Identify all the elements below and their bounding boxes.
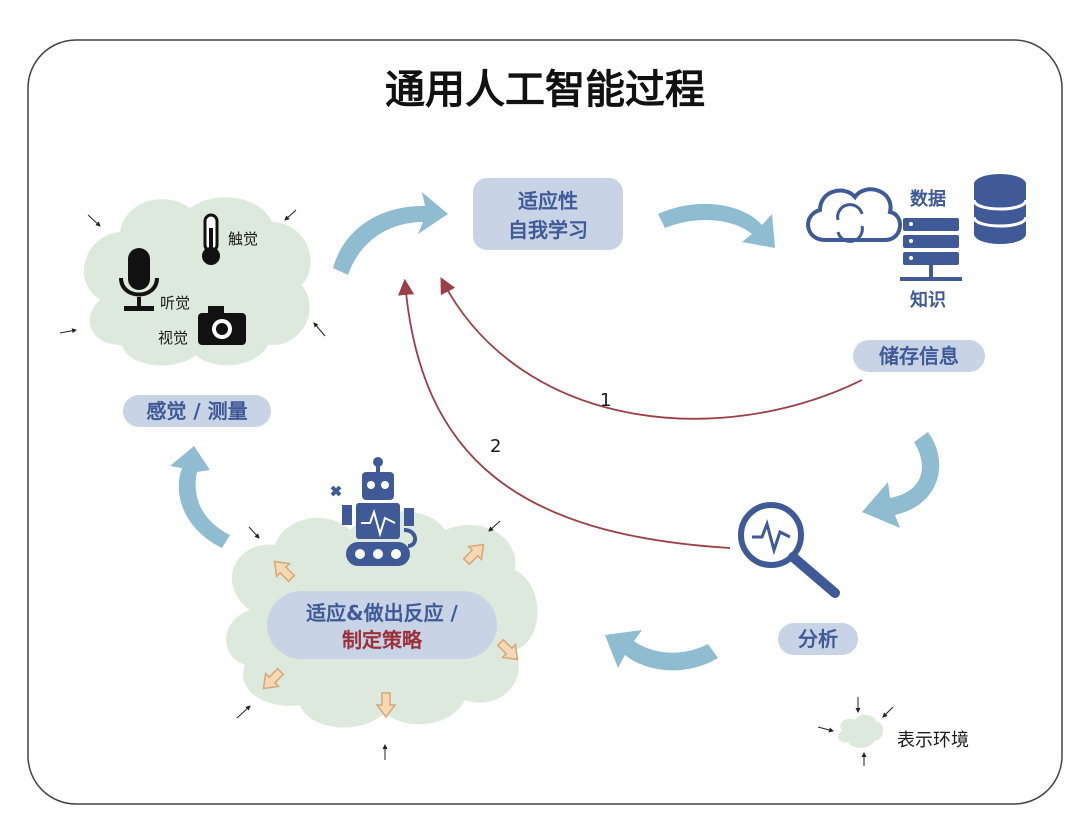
server-icon <box>900 218 962 281</box>
thermometer-icon <box>202 213 220 265</box>
cycle-arrow-analysis-to-response <box>605 630 718 671</box>
perception-label: 感觉 / 测量 <box>146 399 247 423</box>
magnifier-analysis-icon <box>738 502 840 598</box>
storage-label: 储存信息 <box>879 344 959 368</box>
cycle-arrow-storage-to-analysis <box>862 432 940 528</box>
response-line1: 适应&做出反应 / <box>306 601 458 625</box>
feedback-label-2: 2 <box>490 436 501 457</box>
outward-arrows <box>262 543 519 719</box>
adaptive-learning-pill <box>473 178 623 250</box>
cloud-sync-icon <box>806 187 902 243</box>
database-icon <box>972 174 1028 244</box>
knowledge-label: 知识 <box>910 289 946 311</box>
legend-environment-arrows <box>817 697 894 766</box>
analysis-pill <box>778 623 858 655</box>
perception-pill <box>123 395 271 427</box>
cycle-arrow-response-to-perception <box>170 446 230 548</box>
data-label: 数据 <box>910 188 946 210</box>
feedback-path-1 <box>440 277 863 420</box>
response-pill <box>267 591 497 659</box>
cycle-arrow-learning-to-storage <box>658 203 775 248</box>
hearing-label: 听觉 <box>160 294 190 312</box>
environment-arrows-response <box>236 520 501 760</box>
diagram-title: 通用人工智能过程 <box>385 67 705 113</box>
camera-icon <box>198 306 246 345</box>
analysis-label: 分析 <box>798 627 838 651</box>
legend-label: 表示环境 <box>897 730 969 751</box>
legend-environment-cloud <box>838 714 884 748</box>
storage-pill <box>853 340 985 372</box>
robot-icon <box>330 457 417 566</box>
adaptive-learning-line1: 适应性 <box>518 189 578 213</box>
cycle-arrow-perception-to-learning <box>333 192 448 275</box>
vision-label: 视觉 <box>158 329 188 347</box>
response-line2: 制定策略 <box>342 628 423 652</box>
microphone-icon <box>119 248 159 311</box>
touch-label: 触觉 <box>228 230 258 248</box>
cycle-arrows <box>170 192 940 671</box>
environment-arrows-perception <box>59 209 326 337</box>
adaptive-learning-line2: 自我学习 <box>508 218 588 242</box>
feedback-path-2 <box>398 278 731 549</box>
feedback-label-1: 1 <box>600 390 611 411</box>
perception-cloud <box>83 197 311 366</box>
